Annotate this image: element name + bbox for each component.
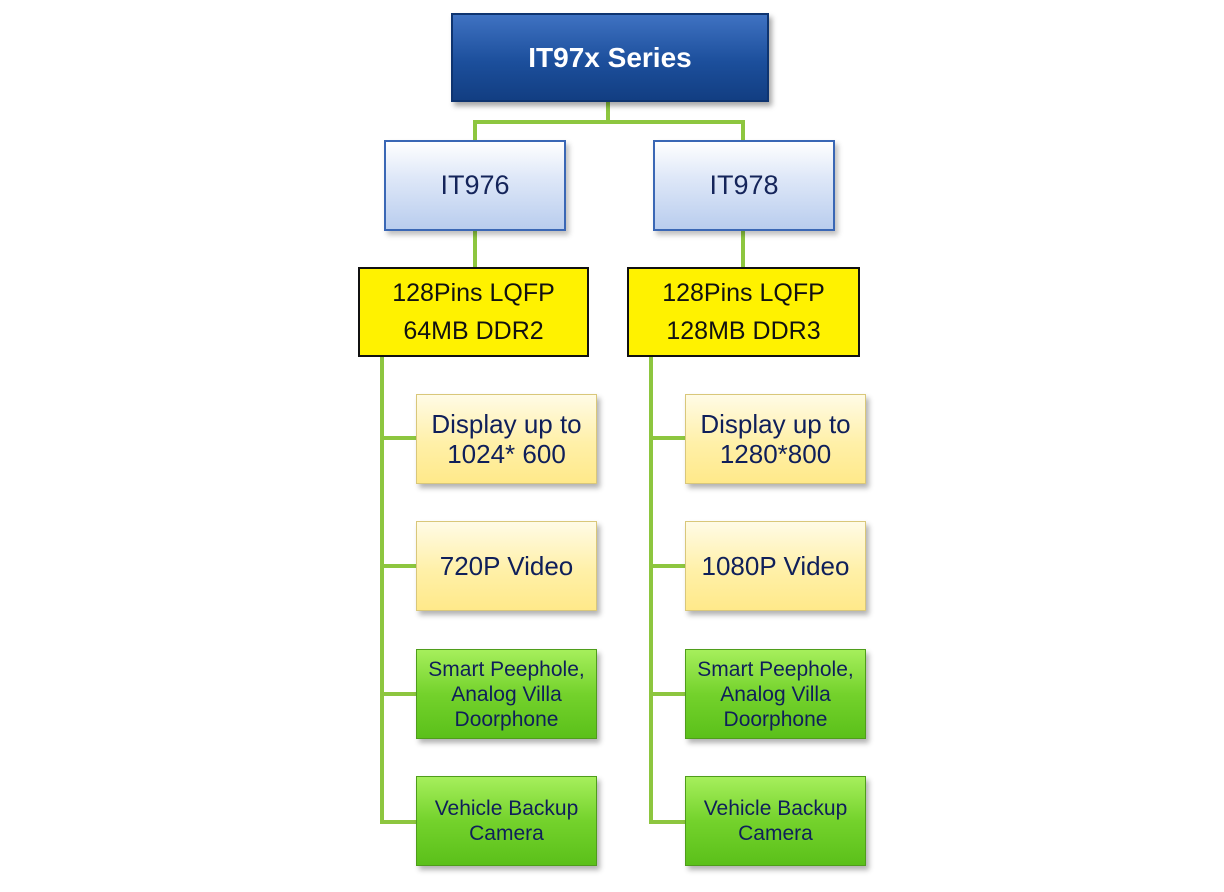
application-line: Analog Villa (451, 682, 562, 706)
application-line: Camera (738, 822, 813, 845)
display-node-it976: Display up to 1024* 600 (416, 394, 597, 484)
display-line: Display up to (700, 409, 851, 439)
connector-right-branch-app2 (649, 820, 686, 824)
application-node-peephole-it976: Smart Peephole, Analog Villa Doorphone (416, 649, 597, 739)
connector-left-branch-app2 (380, 820, 417, 824)
application-node-peephole-it978: Smart Peephole, Analog Villa Doorphone (685, 649, 866, 739)
spec-node-it978: 128Pins LQFP 128MB DDR3 (627, 267, 860, 357)
connector-left-trunk (380, 356, 384, 824)
connector-right-branch-display (649, 436, 686, 440)
root-label: IT97x Series (528, 41, 692, 73)
model-label: IT978 (709, 170, 779, 200)
connector-root-down (606, 100, 610, 122)
display-node-it978: Display up to 1280*800 (685, 394, 866, 484)
display-resolution: 1280*800 (719, 439, 832, 469)
application-line: Vehicle Backup (434, 797, 579, 820)
connector-right-trunk (649, 356, 653, 824)
application-line: Camera (469, 822, 544, 845)
application-node-vehicle-it976: Vehicle Backup Camera (416, 776, 597, 866)
application-line: Smart Peephole, (428, 657, 585, 681)
connector-left-branch-display (380, 436, 417, 440)
spec-memory: 64MB DDR2 (403, 317, 544, 345)
connector-right-branch-video (649, 564, 686, 568)
video-node-it978: 1080P Video (685, 521, 866, 611)
video-node-it976: 720P Video (416, 521, 597, 611)
display-line: Display up to (431, 409, 582, 439)
connector-left-branch-app1 (380, 692, 417, 696)
connector-to-it978 (741, 120, 745, 140)
application-line: Doorphone (454, 707, 559, 731)
spec-memory: 128MB DDR3 (666, 317, 821, 345)
application-line: Analog Villa (720, 682, 831, 706)
model-node-it976: IT976 (384, 140, 566, 231)
video-label: 720P Video (439, 551, 574, 581)
display-resolution: 1024* 600 (447, 439, 566, 469)
connector-horizontal (473, 120, 745, 124)
video-label: 1080P Video (701, 551, 850, 581)
application-line: Smart Peephole, (697, 657, 854, 681)
application-line: Vehicle Backup (703, 797, 848, 820)
application-node-vehicle-it978: Vehicle Backup Camera (685, 776, 866, 866)
spec-package: 128Pins LQFP (392, 279, 555, 307)
connector-it976-spec (473, 230, 477, 267)
connector-left-branch-video (380, 564, 417, 568)
connector-it978-spec (741, 230, 745, 267)
root-node: IT97x Series (451, 13, 769, 102)
model-node-it978: IT978 (653, 140, 835, 231)
model-label: IT976 (440, 170, 510, 200)
spec-node-it976: 128Pins LQFP 64MB DDR2 (358, 267, 589, 357)
application-line: Doorphone (723, 707, 828, 731)
spec-package: 128Pins LQFP (662, 279, 825, 307)
connector-to-it976 (473, 120, 477, 140)
connector-right-branch-app1 (649, 692, 686, 696)
